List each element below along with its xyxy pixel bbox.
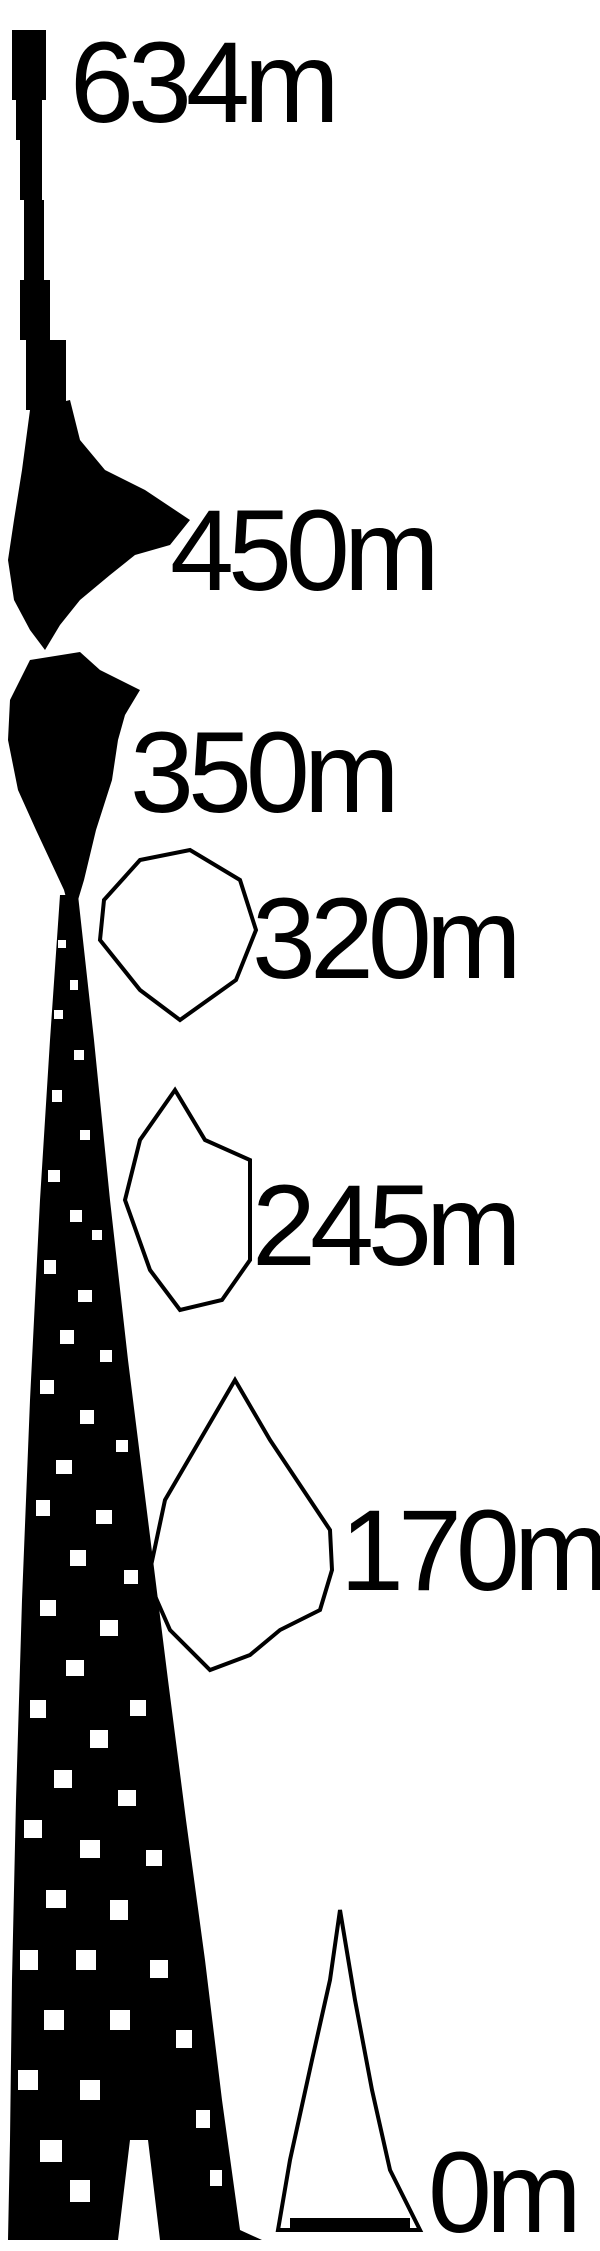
label-245m: 245m bbox=[252, 1162, 516, 1290]
profile-base-bar bbox=[290, 2218, 410, 2232]
label-0m: 0m bbox=[428, 2129, 576, 2251]
label-450m: 450m bbox=[170, 487, 434, 615]
label-320m: 320m bbox=[252, 875, 516, 1003]
label-634m: 634m bbox=[70, 19, 334, 147]
label-350m: 350m bbox=[130, 709, 394, 837]
label-170m: 170m bbox=[340, 1487, 600, 1615]
